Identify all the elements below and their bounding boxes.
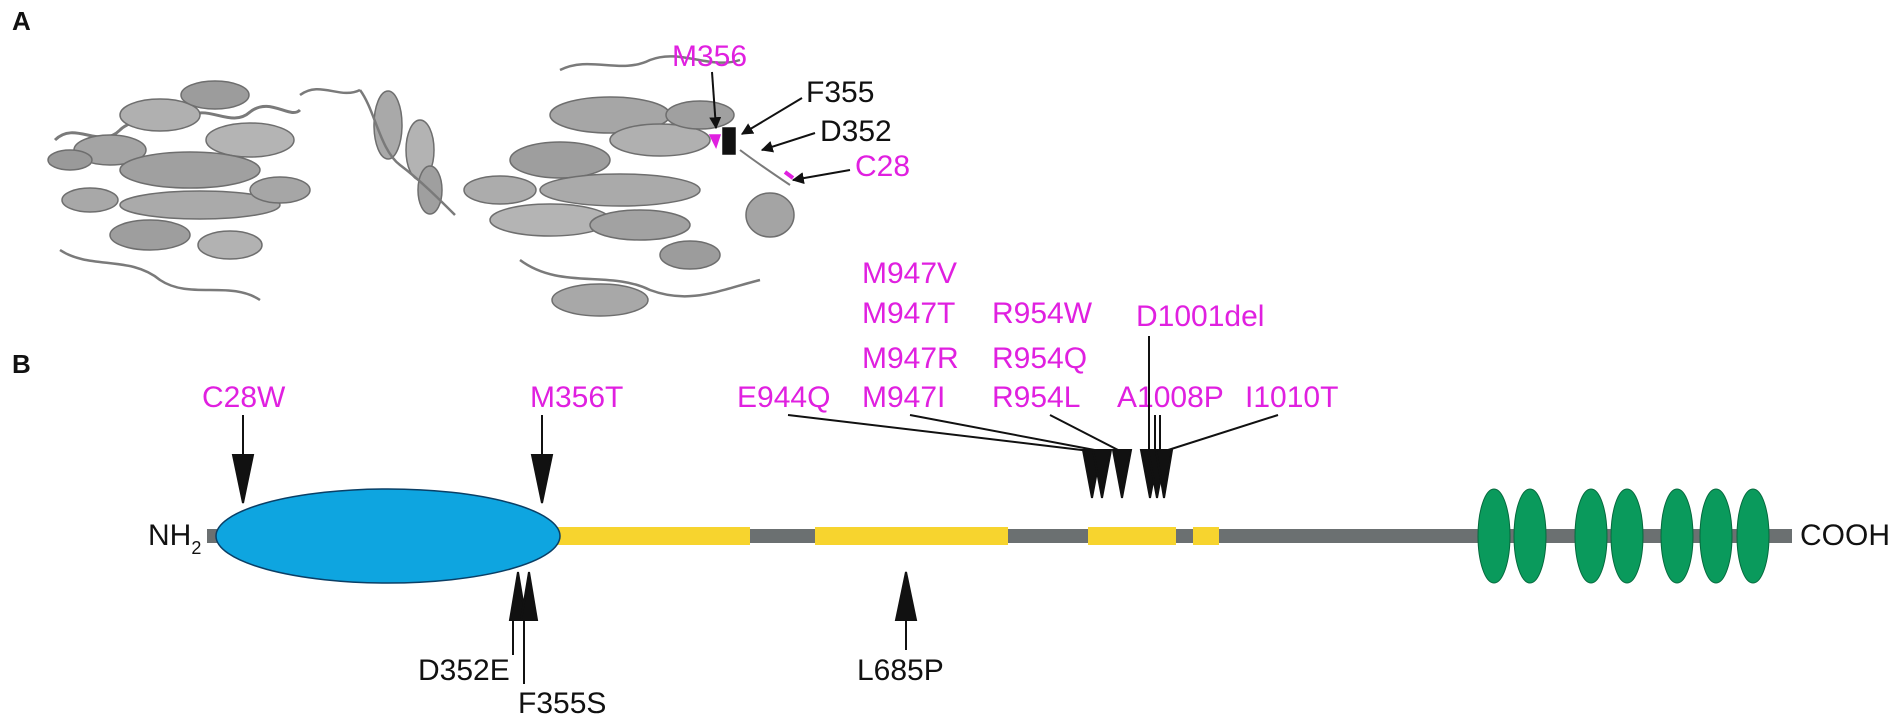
mutation-c28w: C28W: [202, 381, 286, 414]
transmembrane-helix: [1574, 488, 1608, 584]
c28-arrow: [791, 169, 851, 185]
mutation-i1010t: I1010T: [1245, 381, 1338, 414]
f355-residue-marker: [722, 127, 736, 155]
coiled-coil-segment: [815, 527, 1008, 545]
mutation-r954w: R954W: [992, 297, 1093, 330]
panel-a-label: A: [12, 6, 31, 36]
mutation-e944q: E944Q: [737, 381, 830, 414]
e944q-leader: [787, 414, 1091, 452]
transmembrane-helices: [1477, 488, 1770, 584]
transmembrane-helix: [1477, 488, 1511, 584]
catalytic-domain: [215, 488, 561, 584]
n-terminus-text: NH: [148, 519, 191, 552]
mutation-d352e: D352E: [418, 654, 510, 687]
transmembrane-helix: [1513, 488, 1547, 584]
mutation-a1008p: A1008P: [1117, 381, 1224, 414]
top-mutation-labels: C28W M356T E944Q M947V M947T M947R M947I…: [202, 257, 1338, 414]
structure-label-c28: C28: [855, 150, 910, 183]
mutation-r954l: R954L: [992, 381, 1080, 414]
f355s-arrowhead: [519, 571, 539, 621]
transmembrane-helix: [1699, 488, 1733, 584]
c28w-arrowhead: [231, 454, 255, 504]
f355-arrow: [740, 97, 803, 135]
mutation-m947t: M947T: [862, 297, 955, 330]
bottom-mutation-arrows: [508, 571, 918, 684]
mutation-m947v: M947V: [862, 257, 957, 290]
mutation-f355s: F355S: [518, 687, 606, 720]
c-terminus-label: COOH: [1800, 519, 1890, 552]
structure-label-m356: M356: [672, 40, 747, 73]
mutation-m356t: M356T: [530, 381, 623, 414]
m356t-arrowhead: [530, 454, 554, 504]
coiled-coil-segment: [1193, 527, 1219, 545]
r954-arrowhead: [1111, 449, 1133, 499]
c28-residue-marker: [783, 170, 795, 180]
mutation-r954q: R954Q: [992, 342, 1087, 375]
l685p-arrowhead: [894, 571, 918, 621]
coiled-coil-segment: [555, 527, 750, 545]
transmembrane-helix: [1610, 488, 1644, 584]
left-lobe: [47, 80, 361, 302]
i1010t-leader: [1164, 414, 1279, 452]
transmembrane-helix: [1736, 488, 1770, 584]
bottom-mutation-labels: D352E F355S L685P: [418, 654, 944, 720]
mutation-m947r: M947R: [862, 342, 959, 375]
m356-residue-marker: [708, 134, 722, 149]
top-mutation-arrows: [231, 336, 1279, 504]
mutation-m947i: M947I: [862, 381, 945, 414]
structure-label-f355: F355: [806, 76, 874, 109]
m947-leader: [909, 414, 1101, 452]
structure-callouts: M356 F355 D352 C28: [672, 40, 910, 185]
d352-arrow: [760, 132, 816, 153]
protein-structure-illustration: [47, 55, 795, 317]
n-terminus-subscript: 2: [191, 538, 201, 558]
m947-arrowhead: [1091, 449, 1113, 499]
n-terminus-label: NH2: [148, 519, 201, 558]
panel-b-label: B: [12, 349, 31, 379]
transmembrane-helix: [1660, 488, 1694, 584]
i1010t-arrowhead: [1154, 449, 1174, 499]
right-lobe: [463, 55, 795, 317]
mutation-d1001del: D1001del: [1136, 300, 1264, 333]
mutation-l685p: L685P: [857, 654, 944, 687]
m356-arrow: [709, 71, 722, 130]
linker-helices: [358, 89, 456, 216]
coiled-coil-segment: [1088, 527, 1176, 545]
r954-leader: [1049, 414, 1121, 452]
structure-label-d352: D352: [820, 115, 892, 148]
coiled-coil-segments: [555, 527, 1219, 545]
